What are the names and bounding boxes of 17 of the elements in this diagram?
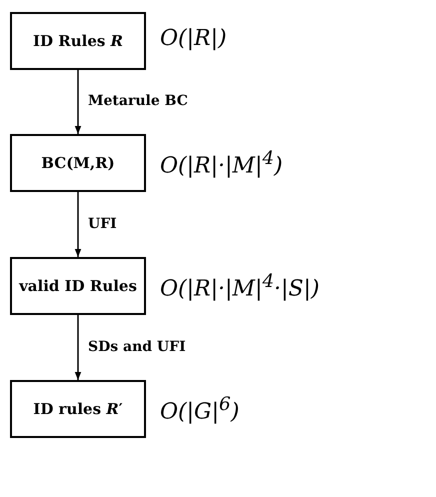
box-label: BC(M,R) <box>41 154 115 172</box>
arrow <box>74 315 82 380</box>
edge-label: UFI <box>88 216 117 232</box>
complexity-label: O(|R|·|M|$^{4}$) <box>160 148 283 178</box>
process-box <box>10 134 146 192</box>
complexity-label: O(|R|) <box>160 26 227 51</box>
box-label: ID Rules R <box>33 32 123 50</box>
complexity-label: O(|R|·|M|$^{4}$·|S|) <box>160 271 320 302</box>
process-box <box>10 257 146 315</box>
process-box <box>10 12 146 70</box>
complexity-label: O(|G|$^{6}$) <box>160 394 240 424</box>
arrow <box>74 70 82 134</box>
arrow <box>74 192 82 257</box>
box-label: valid ID Rules <box>19 277 137 295</box>
edge-label: SDs and UFI <box>88 338 186 354</box>
box-label: ID rules R′ <box>33 400 123 418</box>
process-box <box>10 380 146 438</box>
